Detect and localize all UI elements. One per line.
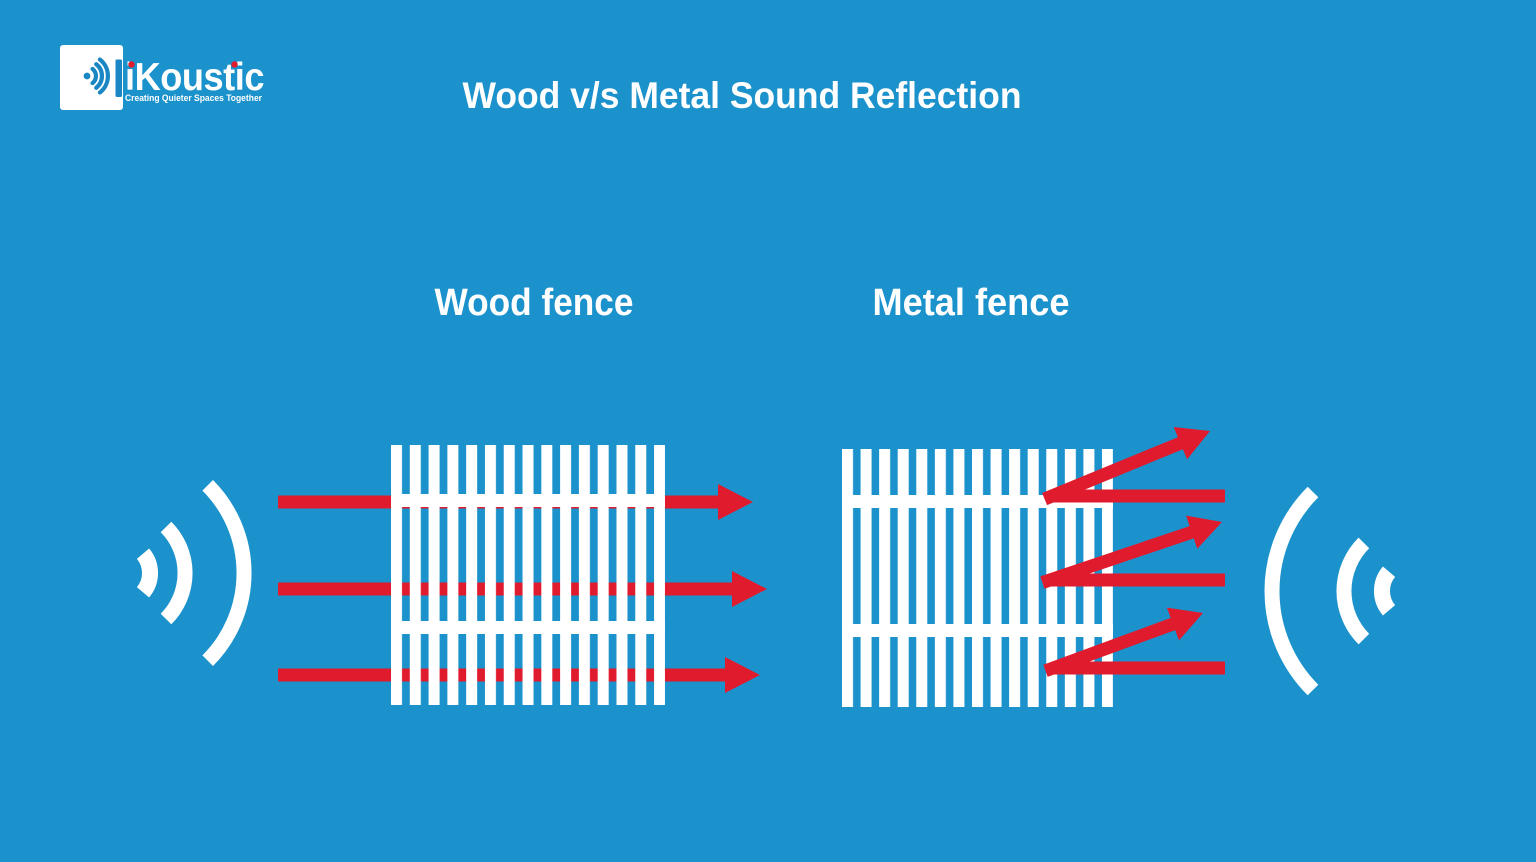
page-title: Wood v/s Metal Sound Reflection [463,75,1022,116]
reflected-arrow-middle [1040,515,1222,589]
sound-wave-arc-large [202,479,252,667]
reflected-arrow-top [1042,427,1210,506]
metal-reflection-arrows [1040,427,1225,677]
wall-bar [115,59,122,97]
sound-waves-emitting-left-icon [1264,486,1396,696]
sound-wave-arc-small [1373,566,1396,616]
incoming-sound-shaft-top [1052,489,1225,503]
sound-wave-arc-small [136,548,159,598]
logo-tagline: Creating Quieter Spaces Together [125,93,262,104]
speaker-sound-wall-icon [83,57,122,97]
logo-arc-2 [94,62,104,90]
wood-fence-rail-top [391,494,665,507]
logo-arc-3 [97,57,111,95]
sound-waves-emitting-right-icon [136,479,252,667]
speaker-dot [83,72,91,80]
reflected-arrow-bottom [1043,607,1203,677]
wood-fence-illustration [391,445,665,705]
incoming-sound-shaft-middle [1050,573,1225,587]
logo-i-dot-first [128,61,135,68]
logo-box [60,45,123,110]
metal-fence-label: Metal fence [873,282,1070,324]
brand-logo: iKoustic Creating Quieter Spaces Togethe… [60,45,265,110]
logo-arc-1 [90,66,98,86]
sound-wave-arc-large [1264,486,1319,696]
logo-i-dot-second [231,61,238,68]
sound-wave-arc-medium [160,521,193,625]
logo-brand-text: iKoustic [125,56,264,99]
wood-fence-rail-bottom [391,621,665,634]
metal-fence-rail-bottom [842,624,1113,637]
wood-fence-slats [391,445,665,705]
sound-wave-arc-medium [1336,537,1370,645]
incoming-sound-shaft-bottom [1053,661,1225,675]
wood-fence-label: Wood fence [435,282,634,324]
